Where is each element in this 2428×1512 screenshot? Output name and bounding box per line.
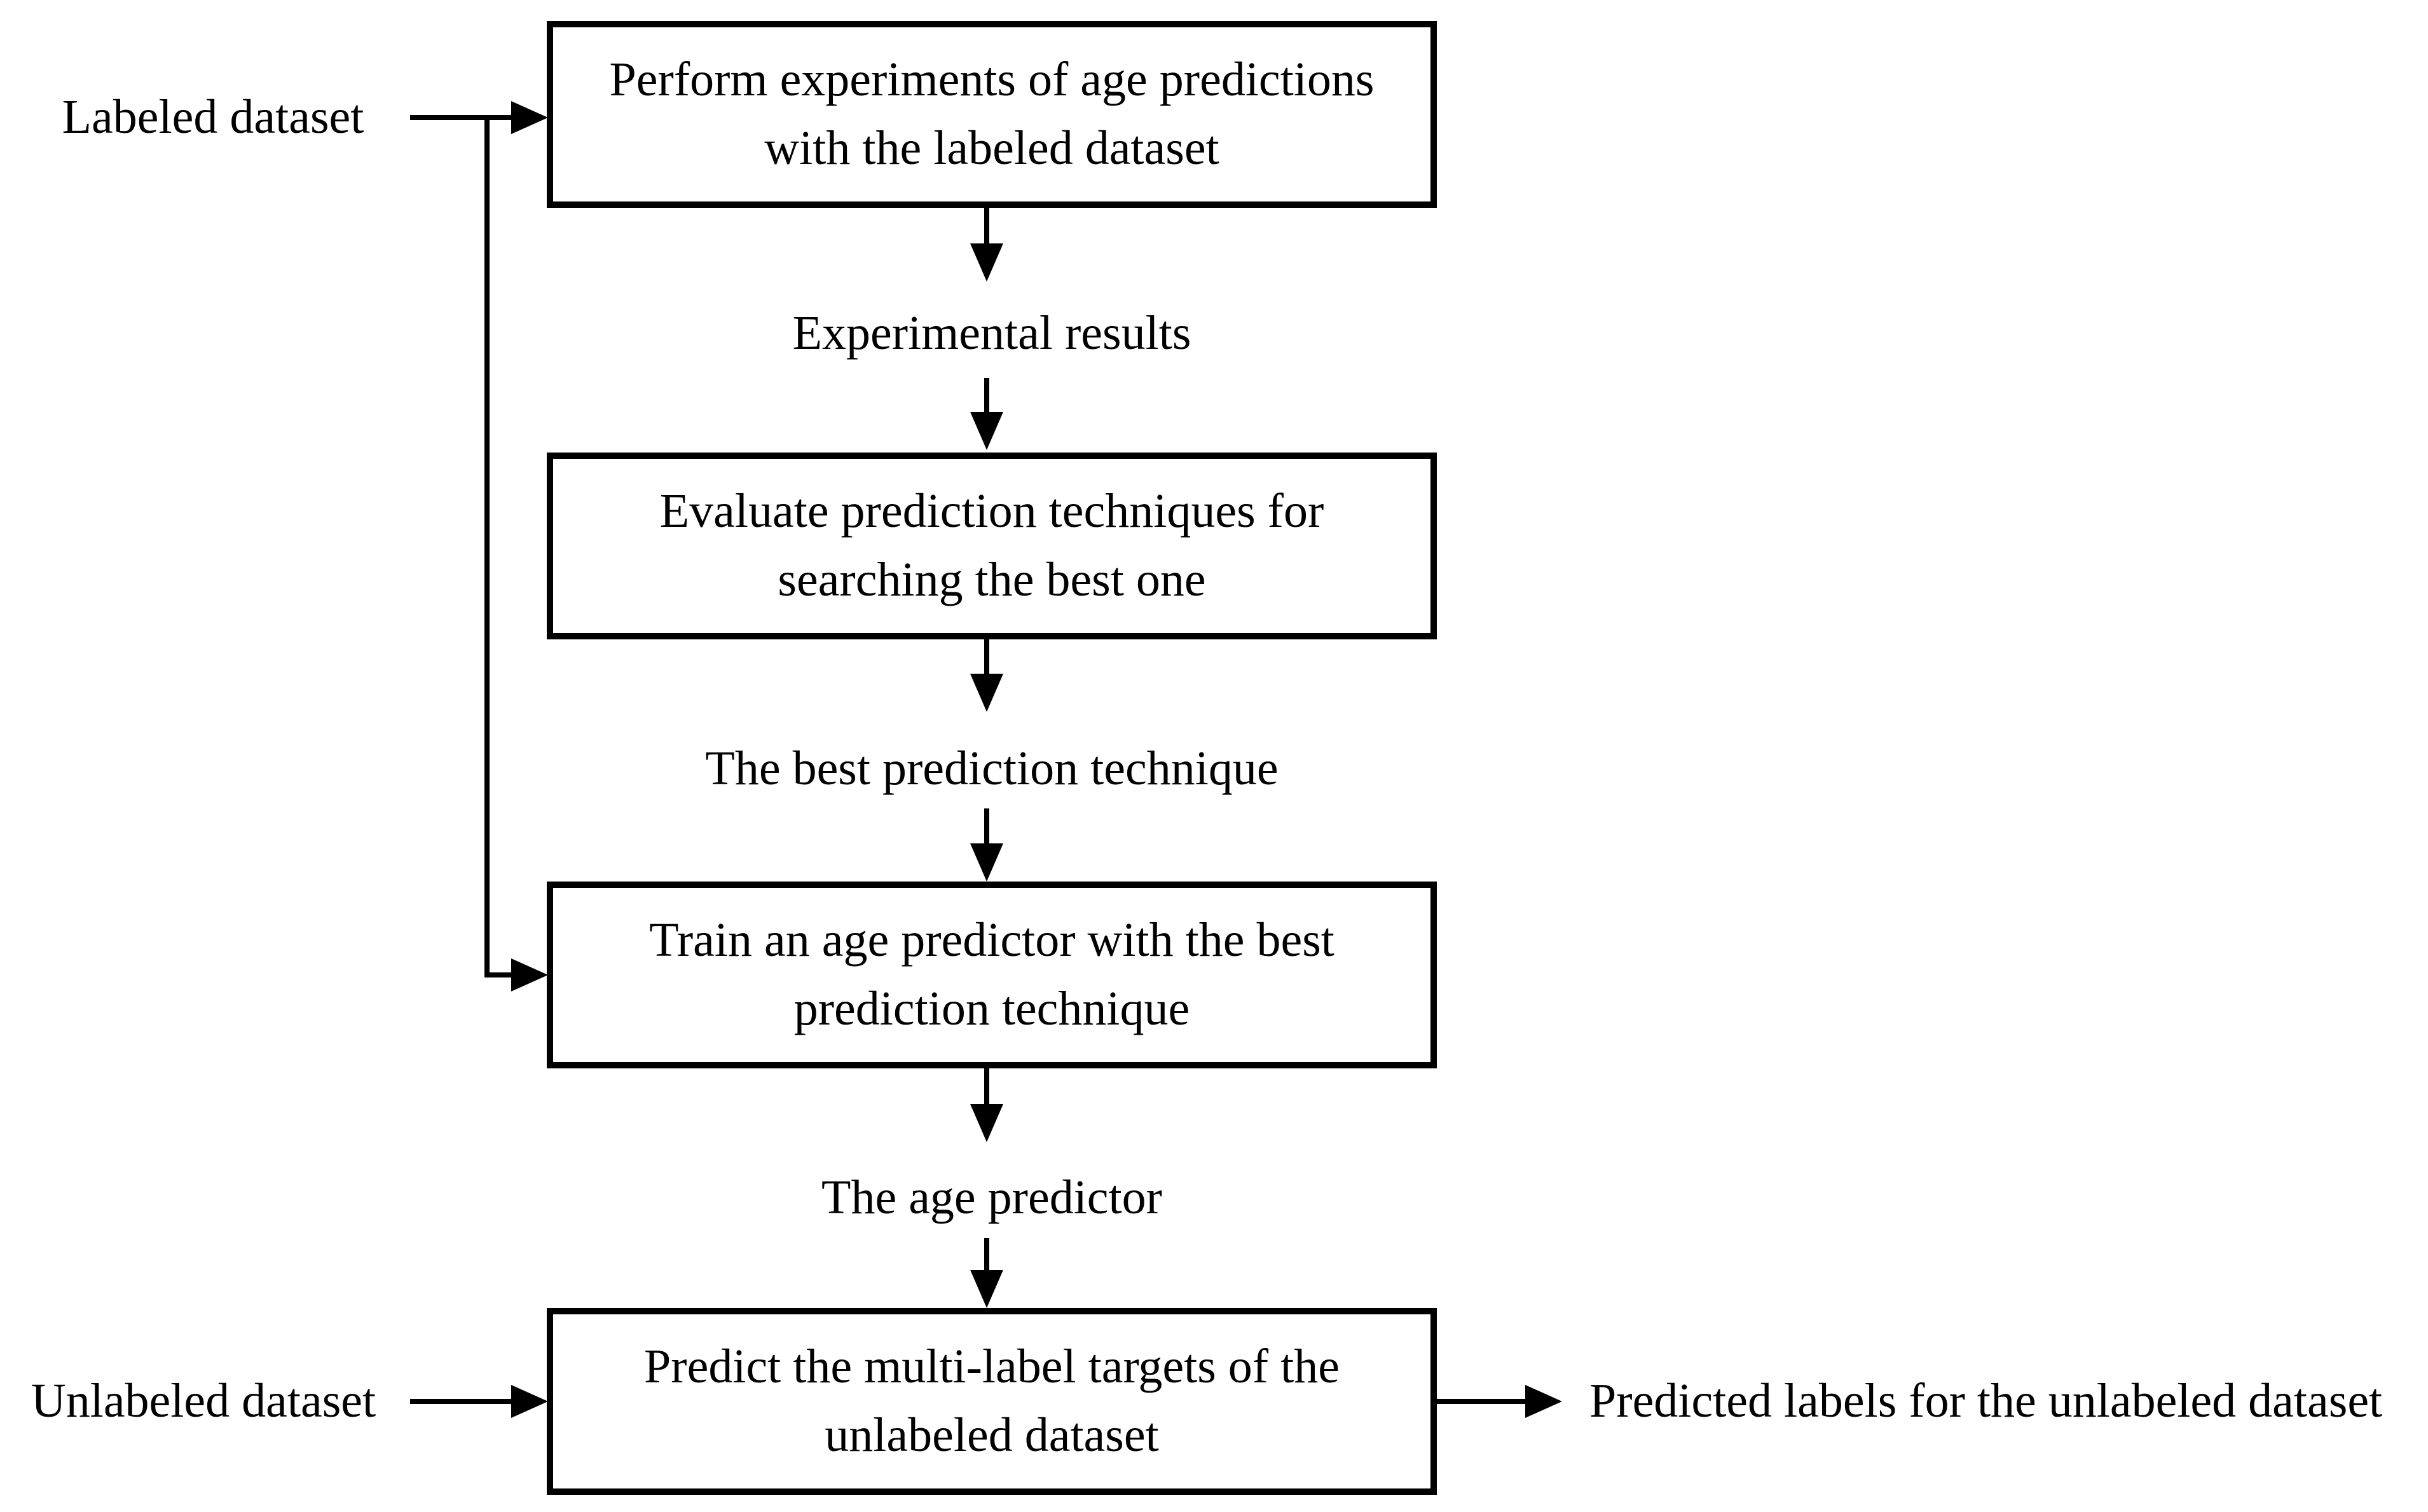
- box-evaluate-techniques: Evaluate prediction techniques for searc…: [547, 453, 1437, 639]
- connector-labeled-to-train-vertical: [484, 115, 490, 977]
- arrow-results-to-evaluate-shaft: [984, 378, 989, 414]
- box-evaluate-techniques-label: Evaluate prediction techniques for searc…: [659, 484, 1324, 606]
- box-predict-targets-label: Predict the multi-label targets of the u…: [644, 1340, 1340, 1462]
- box-predict-targets: Predict the multi-label targets of the u…: [547, 1308, 1437, 1495]
- label-best-prediction-technique: The best prediction technique: [705, 742, 1279, 796]
- arrow-results-to-evaluate-head: [970, 412, 1003, 450]
- arrow-best-to-train-shaft: [984, 808, 989, 843]
- arrow-predict-to-output-head: [1525, 1385, 1562, 1418]
- arrow-perform-to-results-head: [970, 243, 1003, 282]
- arrow-unlabeled-to-predict-shaft: [410, 1399, 513, 1404]
- arrow-evaluate-to-best-head: [970, 674, 1003, 712]
- label-predicted-labels: Predicted labels for the unlabeled datas…: [1589, 1374, 2383, 1428]
- arrow-predictor-to-predict-shaft: [984, 1238, 989, 1272]
- arrow-evaluate-to-best-shaft: [984, 639, 989, 676]
- box-perform-experiments-label: Perform experiments of age predictions w…: [609, 53, 1375, 175]
- arrow-unlabeled-to-predict-head: [511, 1385, 548, 1418]
- arrow-best-to-train-head: [970, 843, 1003, 882]
- label-labeled-dataset: Labeled dataset: [62, 90, 364, 144]
- arrow-train-to-predictor-head: [970, 1104, 1003, 1142]
- arrow-predictor-to-predict-head: [970, 1270, 1003, 1308]
- label-unlabeled-dataset: Unlabeled dataset: [31, 1374, 376, 1428]
- box-perform-experiments: Perform experiments of age predictions w…: [547, 21, 1437, 208]
- arrow-labeled-to-perform-shaft: [410, 115, 513, 120]
- label-age-predictor: The age predictor: [821, 1171, 1162, 1225]
- box-train-predictor: Train an age predictor with the best pre…: [547, 882, 1437, 1068]
- connector-labeled-to-train-head: [511, 958, 548, 991]
- arrow-predict-to-output-shaft: [1437, 1399, 1527, 1404]
- arrow-perform-to-results-shaft: [984, 208, 989, 246]
- box-train-predictor-label: Train an age predictor with the best pre…: [649, 913, 1334, 1035]
- label-experimental-results: Experimental results: [792, 306, 1191, 360]
- arrow-train-to-predictor-shaft: [984, 1068, 989, 1104]
- arrow-labeled-to-perform-head: [511, 101, 548, 134]
- connector-labeled-to-train-horizontal: [484, 972, 516, 977]
